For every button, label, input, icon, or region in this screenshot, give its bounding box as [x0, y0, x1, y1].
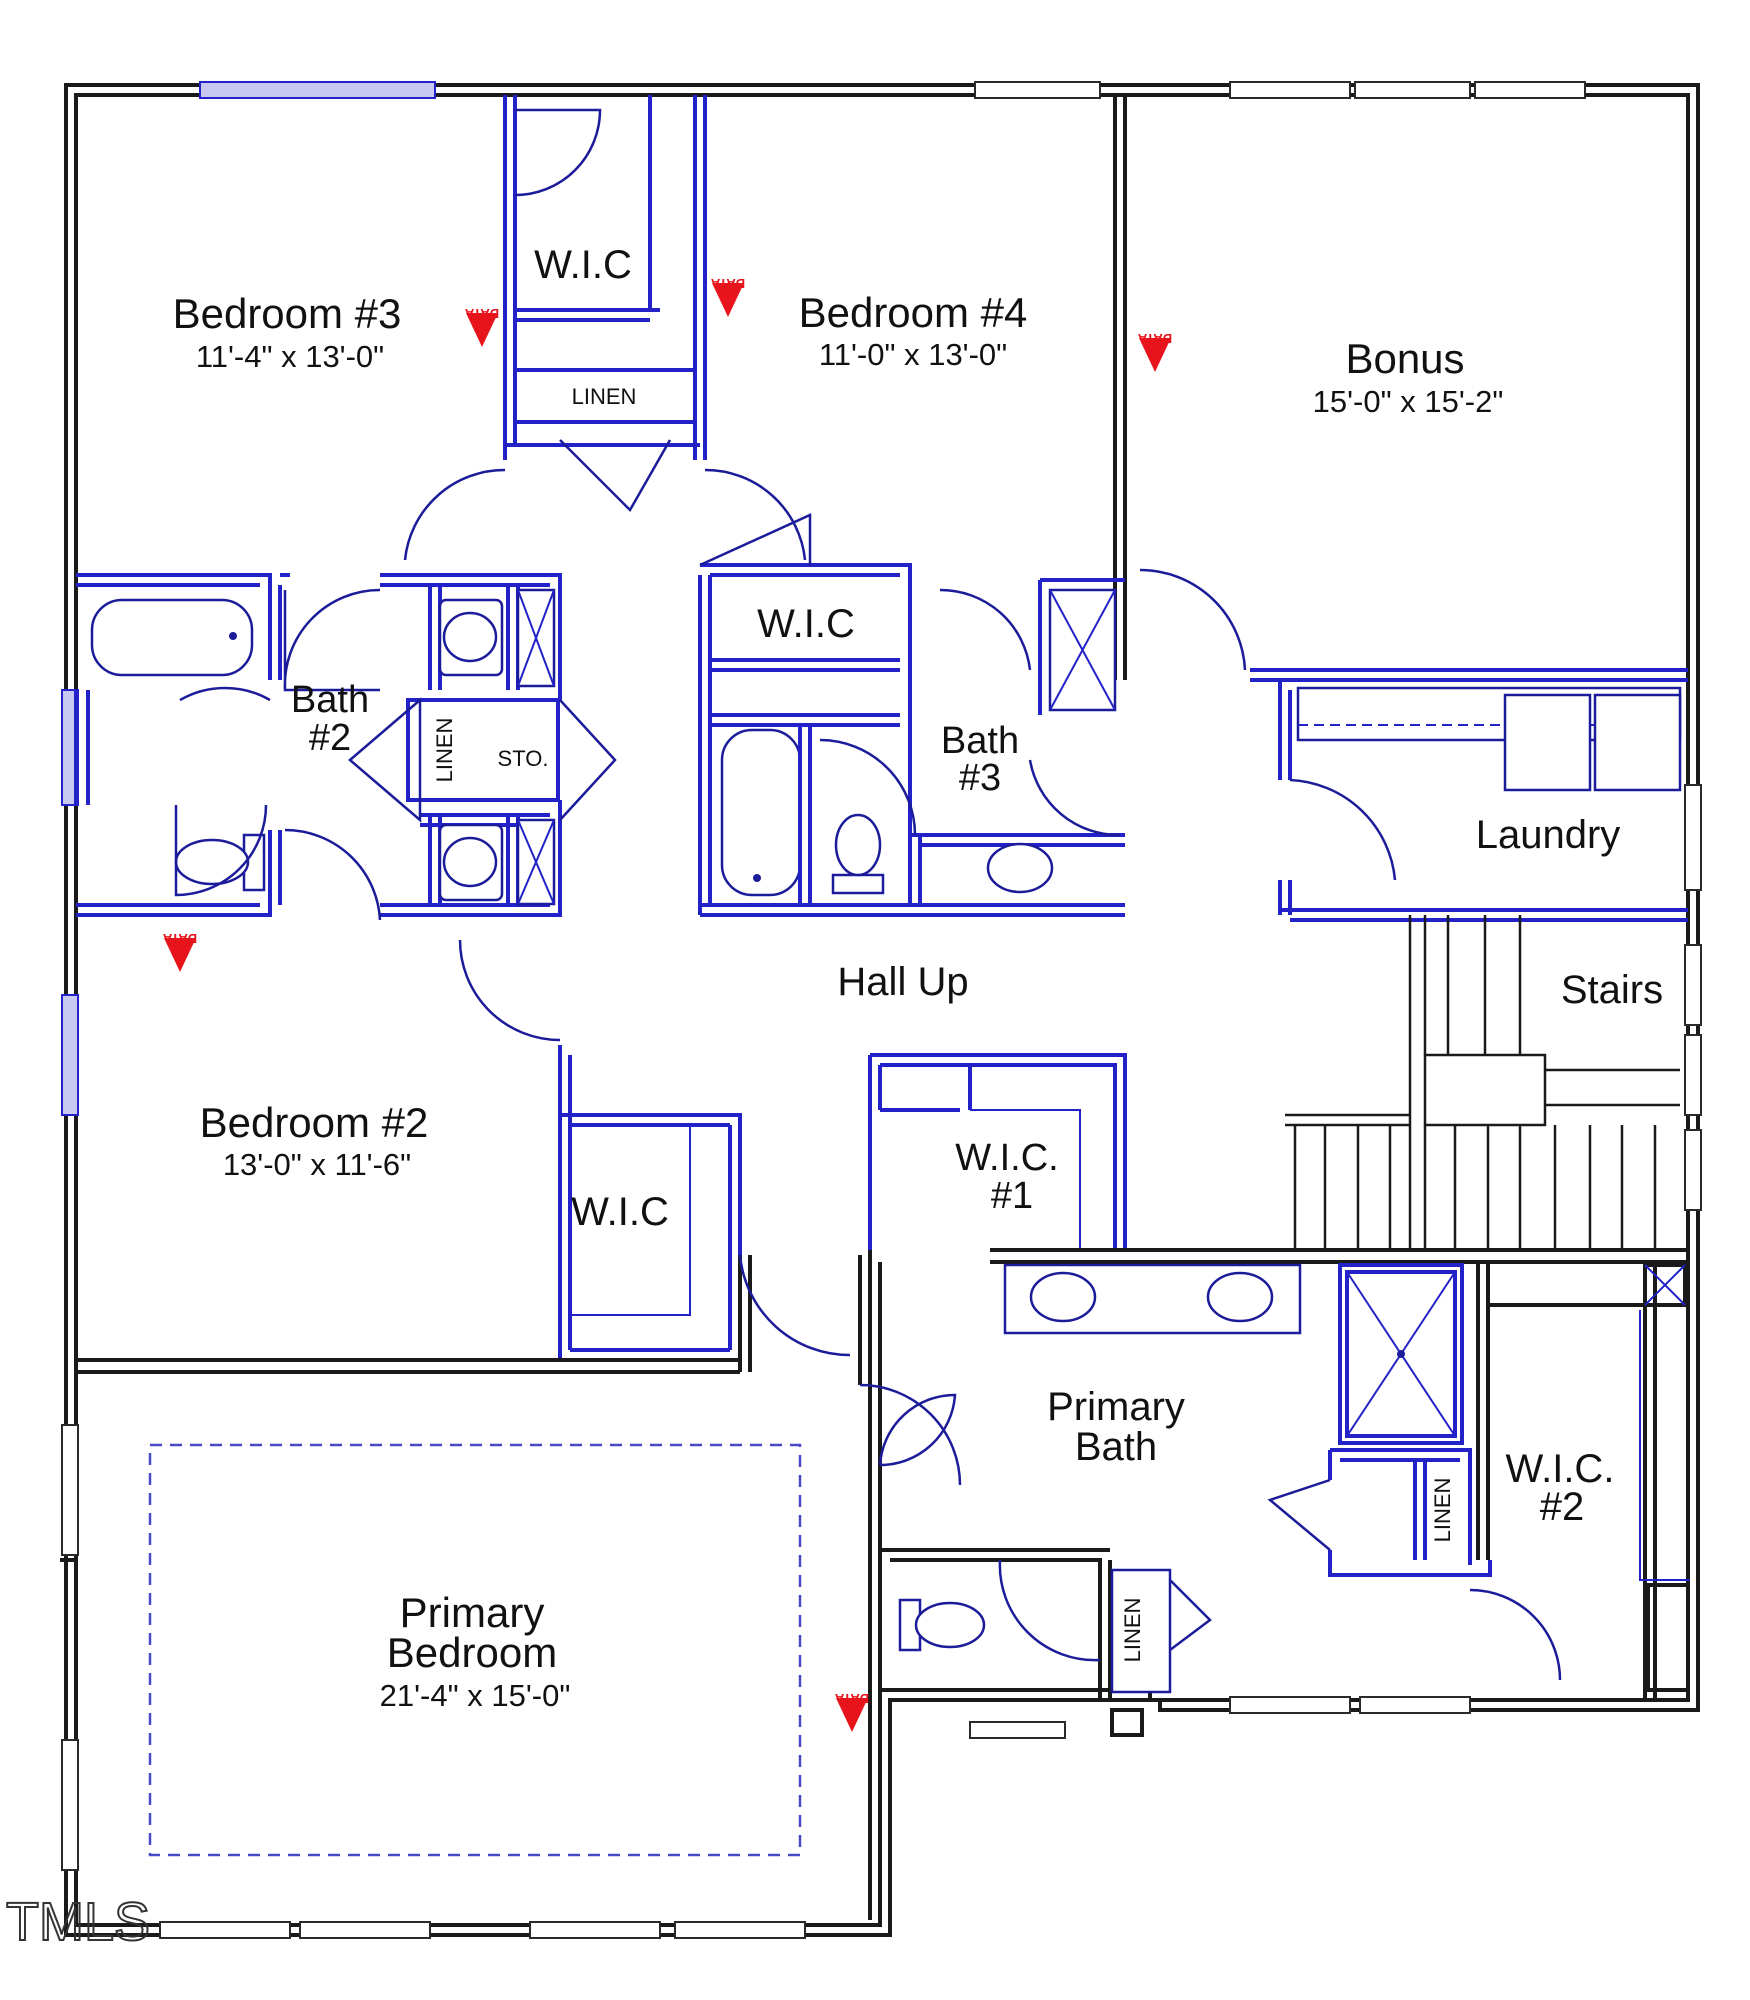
bedroom2-name: Bedroom #2 — [200, 1099, 429, 1146]
interior-walls — [60, 95, 1690, 1920]
bedroom3-name: Bedroom #3 — [173, 290, 402, 337]
bonus-dim: 15'-0" x 15'-2" — [1313, 384, 1504, 419]
data-marker: DATA — [162, 931, 197, 972]
bedroom2-dim: 13'-0" x 11'-6" — [223, 1147, 411, 1182]
laundry-label: Laundry — [1476, 813, 1621, 857]
bedroom3-dim: 11'-4" x 13'-0" — [196, 339, 384, 374]
linen-toilet-label: LINEN — [1120, 1598, 1145, 1663]
bath2-label-2: #2 — [309, 717, 351, 759]
wic1-label-2: #1 — [991, 1175, 1033, 1217]
wic2-label-2: #2 — [1540, 1485, 1585, 1529]
data-marker: DATA — [464, 306, 499, 347]
linen-top-label: LINEN — [572, 384, 637, 409]
bath3-label-1: Bath — [941, 720, 1019, 762]
bath2-label-1: Bath — [291, 679, 369, 721]
wic-bedroom3-label: W.I.C — [534, 243, 632, 287]
data-markers: DATA DATA DATA DATA DATA — [162, 276, 1172, 1732]
stairs-label: Stairs — [1561, 968, 1663, 1012]
doors — [174, 108, 1562, 1681]
wic2-label-1: W.I.C. — [1506, 1447, 1615, 1491]
primary-bedroom-name-2: Bedroom — [387, 1629, 557, 1676]
watermark-logo: TMLS — [6, 1892, 150, 1952]
data-marker: DATA — [1137, 331, 1172, 372]
data-marker-label: DATA — [834, 1691, 869, 1706]
bedroom4-name: Bedroom #4 — [799, 289, 1028, 336]
data-marker: DATA — [834, 1691, 869, 1732]
windows — [61, 81, 1702, 1939]
data-marker-label: DATA — [464, 306, 499, 321]
linen-primary-label: LINEN — [1430, 1478, 1455, 1543]
primary-bath-label-2: Bath — [1075, 1425, 1157, 1469]
primary-bedroom-name-1: Primary — [400, 1589, 545, 1636]
stairs-graphic — [1285, 915, 1680, 1250]
primary-bedroom-dim: 21'-4" x 15'-0" — [380, 1678, 571, 1713]
linen-bath2-label: LINEN — [432, 718, 457, 783]
data-marker-label: DATA — [710, 276, 745, 291]
data-marker-label: DATA — [1137, 331, 1172, 346]
bath3-label-2: #3 — [959, 757, 1001, 799]
data-marker: DATA — [710, 276, 745, 317]
primary-bedroom-dashed-area — [148, 1443, 802, 1857]
bedroom4-dim: 11'-0" x 13'-0" — [819, 337, 1007, 372]
bonus-name: Bonus — [1345, 335, 1464, 382]
wic-bedroom4-label: W.I.C — [757, 602, 855, 646]
room-labels: Bedroom #3 11'-4" x 13'-0" Bedroom #4 11… — [173, 243, 1664, 1713]
hall-label: Hall Up — [837, 960, 968, 1004]
wic-bedroom2-label: W.I.C — [571, 1190, 669, 1234]
storage-label: STO. — [498, 746, 549, 771]
wic1-label-1: W.I.C. — [955, 1137, 1058, 1179]
data-marker-label: DATA — [162, 931, 197, 946]
primary-bath-label-1: Primary — [1047, 1385, 1185, 1429]
